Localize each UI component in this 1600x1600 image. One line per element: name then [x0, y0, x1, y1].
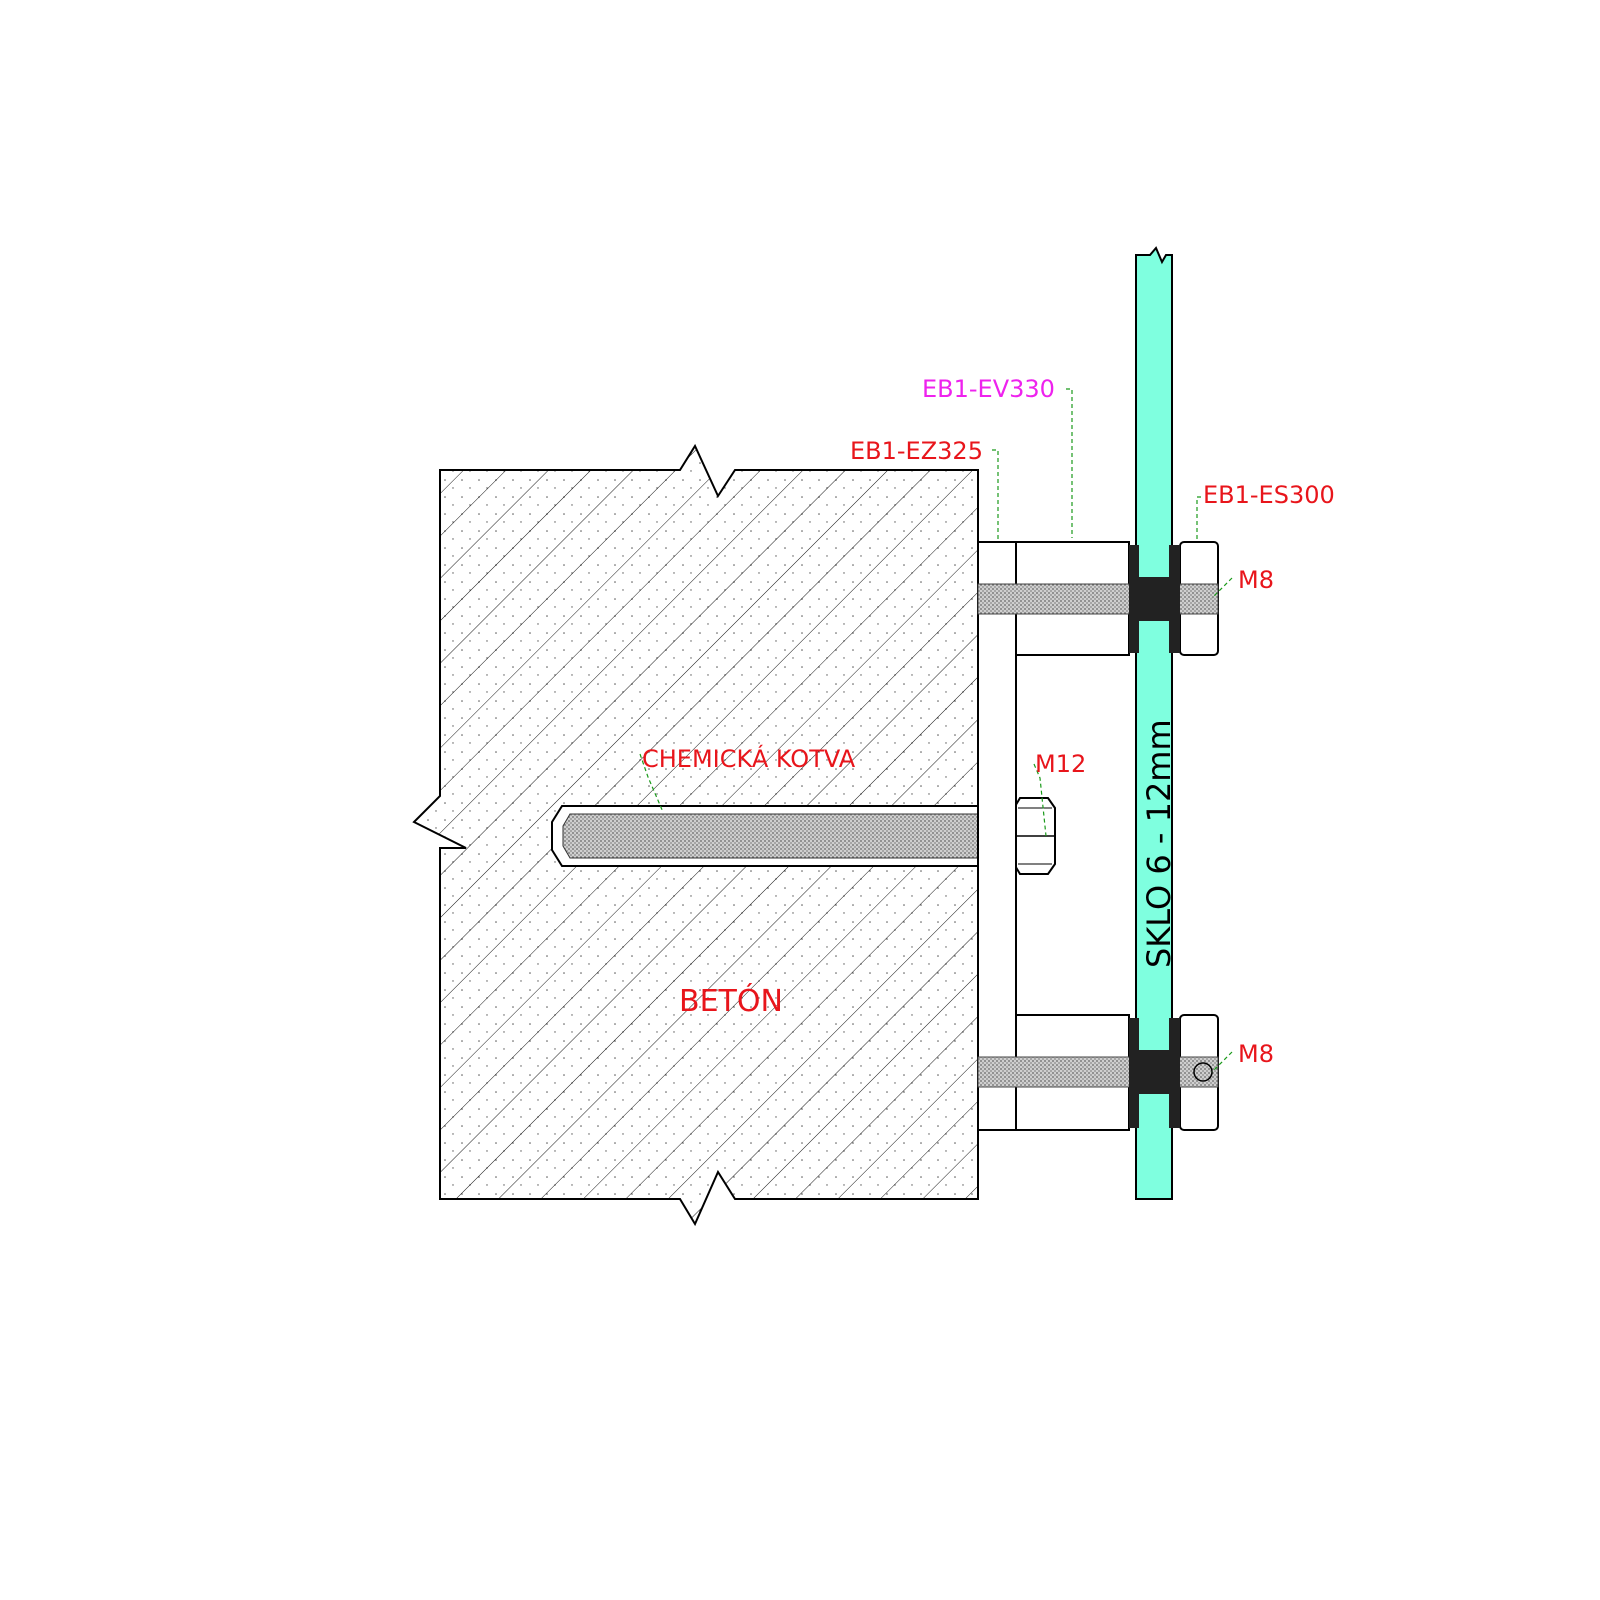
leader-chemical-anchor — [639, 753, 664, 813]
label-ev330: EB1-EV330 — [922, 375, 1055, 403]
glass-pane — [1135, 246, 1173, 1200]
m12-nut — [1013, 797, 1056, 875]
gasket-bottom-core — [1136, 1050, 1172, 1094]
label-ez325: EB1-EZ325 — [850, 437, 983, 465]
label-glass: SKLO 6 - 12mm — [1140, 719, 1178, 968]
gasket-bottom-left — [1129, 1018, 1139, 1128]
leader-ev330 — [1066, 388, 1073, 538]
leader-m8-bottom — [1211, 1051, 1233, 1073]
label-es300: EB1-ES300 — [1203, 481, 1335, 509]
leader-m8-top — [1211, 577, 1233, 599]
leader-m12 — [1033, 763, 1047, 837]
labels: EB1-EV330 EB1-EZ325 EB1-ES300 M8 M8 M12 … — [642, 375, 1335, 1068]
leader-lines — [639, 388, 1233, 1073]
label-concrete: BETÓN — [679, 982, 783, 1019]
label-chemical-anchor: CHEMICKÁ KOTVA — [642, 744, 856, 773]
label-m12: M12 — [1035, 750, 1086, 778]
bottom-bolt — [977, 1056, 1219, 1088]
gaskets — [1129, 545, 1180, 1128]
label-m8-top: M8 — [1238, 566, 1274, 594]
gasket-bottom-right — [1169, 1018, 1180, 1128]
leader-ez325 — [992, 449, 999, 540]
gasket-top-right — [1169, 545, 1180, 653]
wall-plate — [977, 541, 1017, 1131]
gasket-top-core — [1136, 577, 1172, 621]
gasket-top-left — [1129, 545, 1139, 653]
leader-es300 — [1196, 496, 1201, 540]
top-bolt — [977, 583, 1219, 615]
chemical-anchor — [551, 805, 1053, 867]
bottom-fitting — [977, 1014, 1219, 1131]
label-m8-bottom: M8 — [1238, 1040, 1274, 1068]
